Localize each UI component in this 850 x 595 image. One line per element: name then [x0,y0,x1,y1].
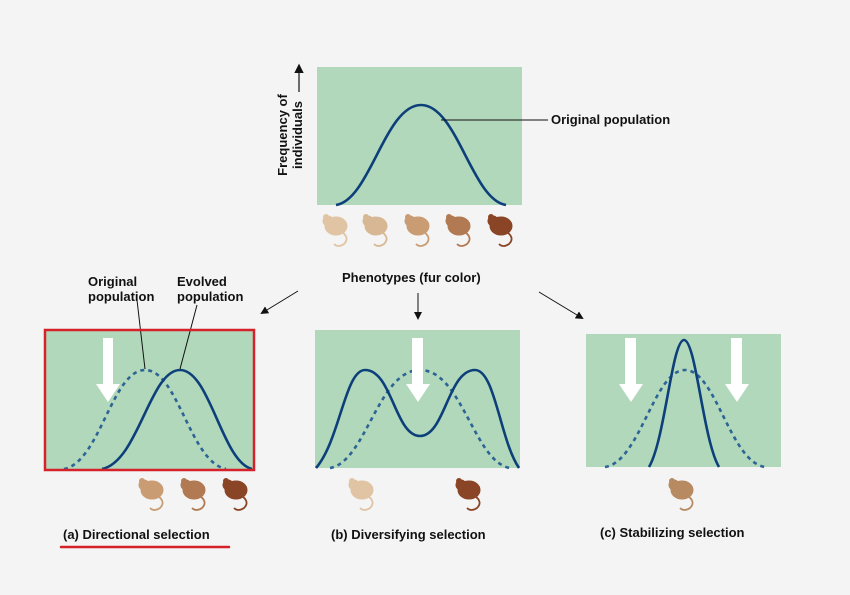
original-curve-dashed [604,368,766,469]
arrow-to-directional-icon [260,290,299,315]
mouse-icon-3 [404,213,430,247]
original-population-label-a: Original population [88,274,154,304]
mouse-icon-5 [487,213,513,247]
evolved-curve [315,368,521,469]
highlight-box [43,328,256,472]
selection-arrow-icon [96,384,120,402]
y-axis-label-line1: Frequency of [275,94,290,176]
y-axis-label: Frequency of individuals [275,80,305,190]
arrow-to-stabilizing-icon [538,291,584,320]
caption-text: Stabilizing selection [619,525,745,540]
mouse-icon-1 [322,213,348,247]
leader-line-original-a [136,299,146,370]
caption-stabilizing-selection: (c) Stabilizing selection [600,525,744,540]
label-line: population [88,289,155,304]
evolved-curve [647,338,721,468]
panel-b-mice [348,477,481,511]
original-population-label: Original population [551,112,671,127]
top-plot-background [317,67,522,205]
y-axis-label-line2: individuals [290,101,305,169]
top-panel [294,63,548,207]
label-line: population [177,289,244,304]
evolved-population-label-a: Evolved population [177,274,243,304]
caption-letter: (c) [600,525,616,540]
panel-diversifying [315,330,521,470]
original-curve-dashed [63,368,227,471]
evolved-curve [101,368,253,471]
caption-letter: (a) [63,527,79,542]
panel-directional [43,299,256,472]
panel-a-mice [138,477,248,511]
leader-line-evolved-a [179,304,198,370]
phenotypes-label: Phenotypes (fur color) [342,270,481,285]
original-population-curve [335,103,507,207]
label-line: Original [88,274,138,289]
top-mice-row [322,213,513,247]
caption-text: Directional selection [82,527,210,542]
selection-arrow-left-icon [619,384,643,402]
caption-letter: (b) [331,527,348,542]
panel-stabilizing [586,334,781,469]
selection-arrow-right-icon [725,384,749,402]
selection-arrow-icon [406,384,430,402]
mouse-icon-2 [362,213,388,247]
caption-directional-selection: (a) Directional selection [63,527,210,542]
label-line: Evolved [177,274,227,289]
caption-diversifying-selection: (b) Diversifying selection [331,527,486,542]
selection-arrow-shaft [103,338,113,384]
mouse-icon-4 [445,213,471,247]
panel-c-mice [668,477,694,511]
caption-text: Diversifying selection [351,527,486,542]
